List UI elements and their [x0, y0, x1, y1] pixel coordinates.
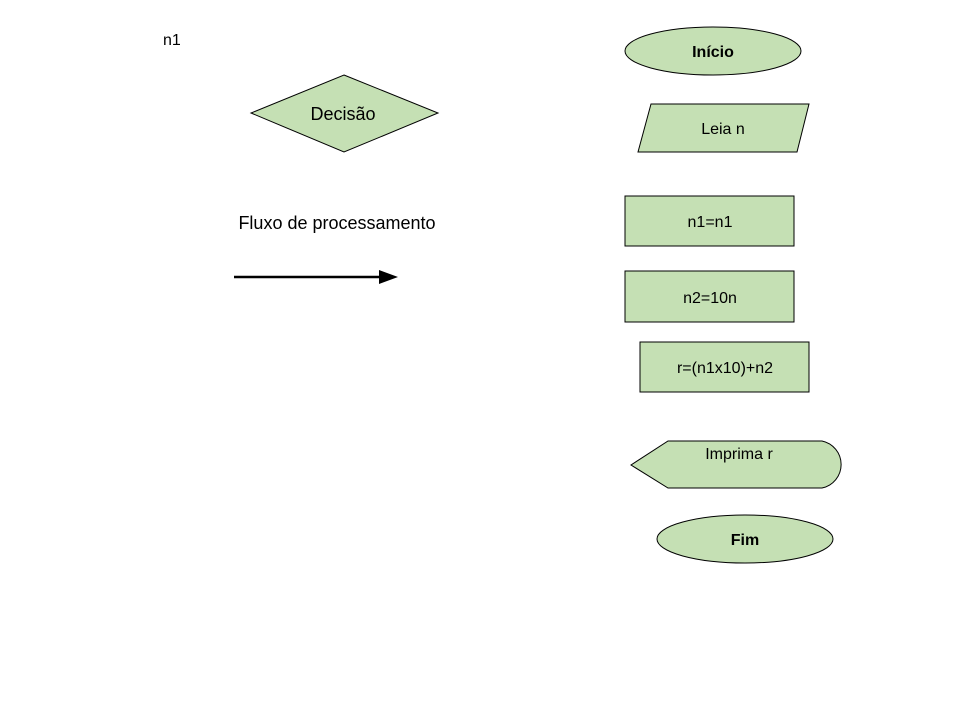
- end-ellipse[interactable]: [656, 514, 834, 564]
- process-step-1-label: n1=n1: [688, 214, 733, 231]
- input-block[interactable]: Leia n: [637, 103, 810, 153]
- output-label: Imprima r: [705, 446, 773, 463]
- decision-label: Decisão: [310, 104, 375, 124]
- process-step-2-label: n2=10n: [683, 290, 737, 307]
- process-step-1[interactable]: n1=n1: [624, 195, 795, 247]
- process-step-2[interactable]: n2=10n: [624, 270, 795, 323]
- end-terminator[interactable]: Fim: [656, 514, 834, 564]
- start-ellipse[interactable]: [624, 26, 802, 76]
- input-label: Leia n: [701, 121, 745, 138]
- process-step-1-box[interactable]: [624, 195, 795, 247]
- process-step-3-label: r=(n1x10)+n2: [677, 360, 773, 377]
- process-step-3[interactable]: r=(n1x10)+n2: [639, 341, 810, 393]
- start-terminator[interactable]: Início: [624, 26, 802, 76]
- start-label: Início: [692, 44, 734, 61]
- flow-arrow: [234, 270, 398, 284]
- process-step-3-box[interactable]: [639, 341, 810, 393]
- end-label: Fim: [731, 532, 759, 549]
- output-display[interactable]: Imprima r: [630, 440, 842, 489]
- decision-shape[interactable]: Decisão: [249, 74, 440, 153]
- flow-arrow-head: [379, 270, 398, 284]
- flow-legend-label: Fluxo de processamento: [238, 213, 435, 233]
- process-step-2-box[interactable]: [624, 270, 795, 323]
- decision-diamond[interactable]: [249, 74, 440, 153]
- input-parallelogram[interactable]: [637, 103, 810, 153]
- loose-label-n1: n1: [163, 32, 181, 49]
- output-display-shape[interactable]: [630, 440, 842, 489]
